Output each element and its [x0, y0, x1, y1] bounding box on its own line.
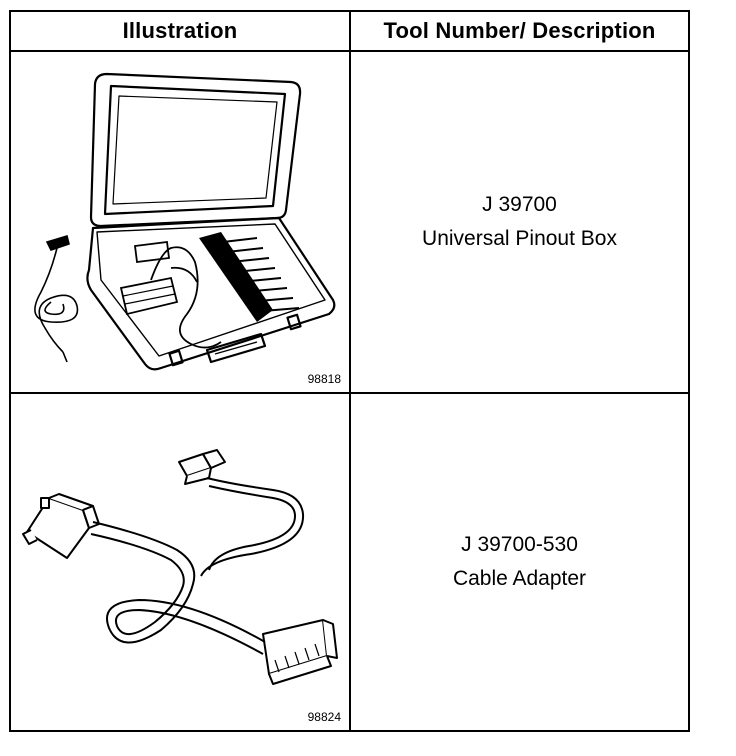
figure-number-1: 98818	[307, 372, 341, 386]
pinout-box-case-icon	[34, 72, 336, 371]
header-illustration: Illustration	[122, 18, 238, 43]
illustration-cell-1: 98818	[11, 52, 349, 392]
tool-table: Illustration Tool Number/ Description	[9, 10, 690, 732]
figure-number-2: 98824	[307, 710, 341, 724]
illustration-cell-2: 98824	[11, 394, 349, 730]
tool-description-1: Universal Pinout Box	[422, 227, 617, 250]
tool-description-2: Cable Adapter	[452, 567, 587, 590]
row-divider	[11, 392, 688, 394]
cable-adapter-icon	[22, 449, 338, 685]
description-cell-2: J 39700-530 Cable Adapter	[351, 394, 688, 730]
tool-number-1: J 39700	[482, 193, 557, 216]
tool-number-2: J 39700-530	[461, 533, 578, 556]
description-cell-1: J 39700 Universal Pinout Box	[351, 52, 688, 392]
header-divider	[11, 50, 688, 52]
header-description: Tool Number/ Description	[383, 18, 656, 43]
column-divider	[349, 12, 351, 730]
